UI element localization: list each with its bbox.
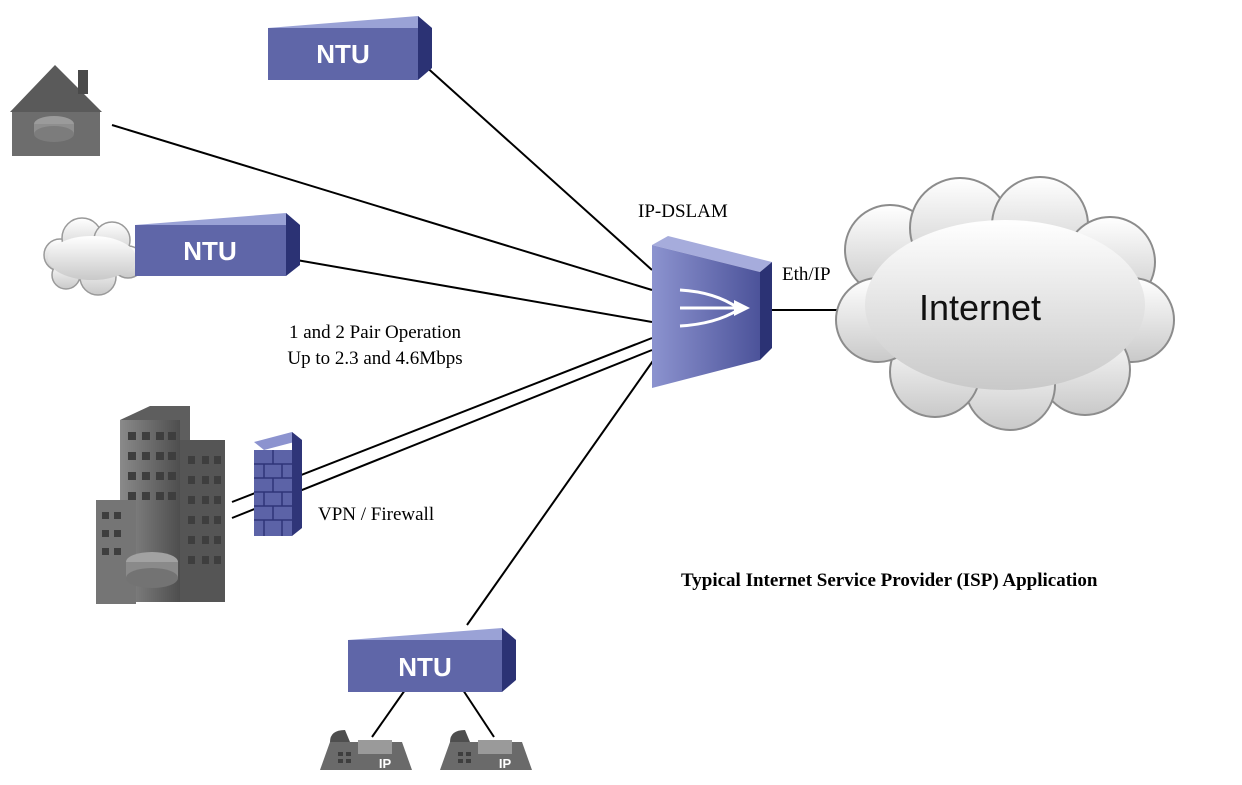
internet-cloud-icon: Internet xyxy=(835,176,1175,431)
link-ntu-cloud xyxy=(284,257,653,323)
small-cloud-icon xyxy=(43,217,145,296)
link-ntu-top xyxy=(412,54,653,271)
speed-label: Up to 2.3 and 4.6Mbps xyxy=(287,348,462,369)
link-home xyxy=(111,124,653,291)
ntu-bottom-label: NTU xyxy=(398,652,451,682)
ip-phone-icon: IP xyxy=(440,730,532,771)
ntu-bottom-icon: NTU xyxy=(348,628,516,692)
link-ntu-bottom xyxy=(466,357,656,626)
link-phone-1 xyxy=(371,689,406,738)
pair-operation-label: 1 and 2 Pair Operation xyxy=(289,322,462,343)
ip-phone-icon: IP xyxy=(320,730,412,771)
vpn-firewall-label: VPN / Firewall xyxy=(318,504,434,525)
internet-label: Internet xyxy=(919,287,1041,328)
ntu-cloud-label: NTU xyxy=(183,236,236,266)
ip-dslam-icon xyxy=(652,236,772,388)
diagram-caption: Typical Internet Service Provider (ISP) … xyxy=(681,570,1098,591)
phone-1-label: IP xyxy=(379,756,392,771)
firewall-icon xyxy=(254,432,302,536)
ntu-cloud-icon: NTU xyxy=(135,213,300,276)
eth-ip-label: Eth/IP xyxy=(782,264,831,285)
ntu-top-icon: NTU xyxy=(268,16,432,80)
building-icon xyxy=(96,406,225,604)
link-phone-2 xyxy=(462,689,495,738)
home-icon xyxy=(10,65,102,156)
ntu-top-label: NTU xyxy=(316,39,369,69)
ip-dslam-label: IP-DSLAM xyxy=(638,201,728,222)
phone-2-label: IP xyxy=(499,756,512,771)
